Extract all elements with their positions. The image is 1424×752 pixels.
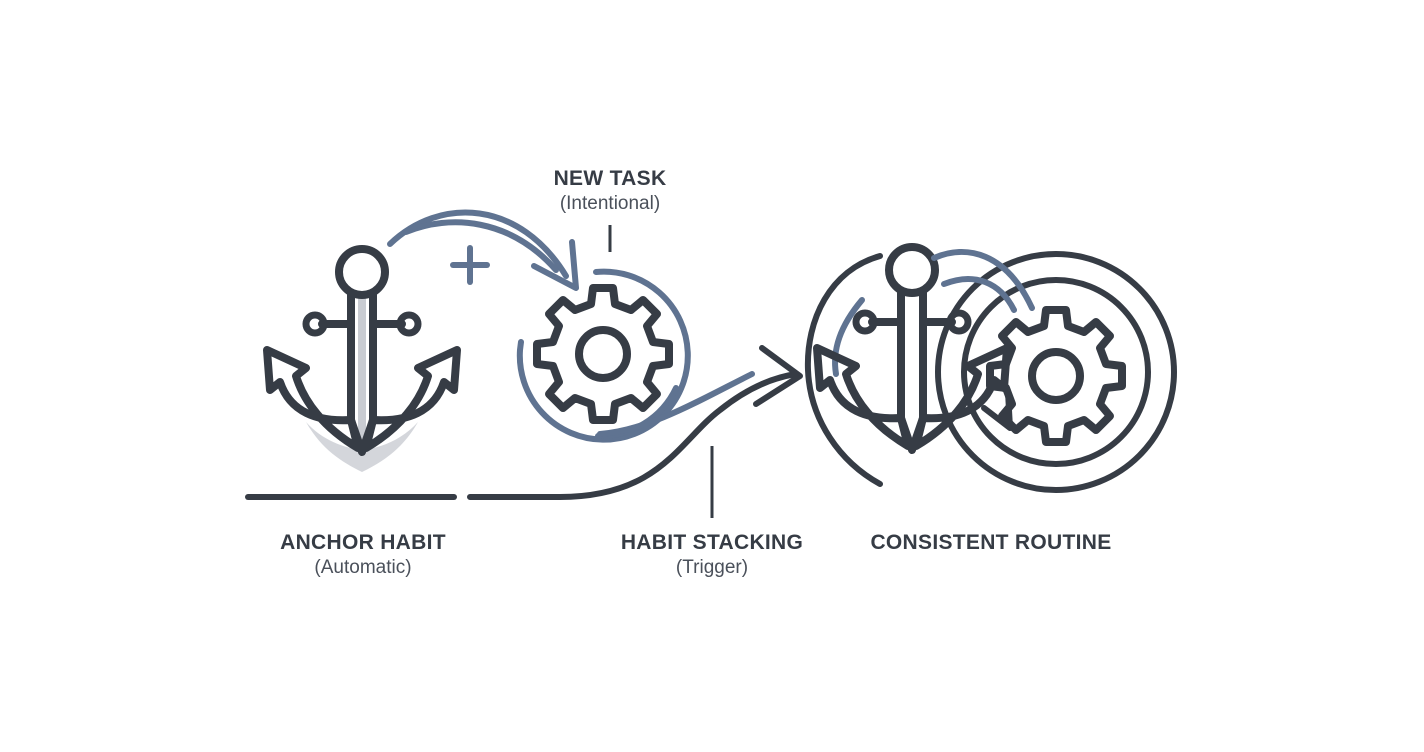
routine-ring-inner [961,277,1151,467]
routine-arrowhead [981,389,1013,431]
label-habit-stacking: HABIT STACKING (Trigger) [621,530,803,580]
label-new-task-subtitle: (Intentional) [559,193,661,214]
routine-ring-outer [935,251,1177,493]
label-new-task: NEW TASK (Intentional) [554,166,667,216]
label-anchor-habit: ANCHOR HABIT (Automatic) [280,530,446,580]
plus-icon [450,245,490,285]
label-anchor-habit-title: ANCHOR HABIT [280,531,446,554]
routine-arc [931,249,1035,311]
label-consistent-routine-title: CONSISTENT ROUTINE [870,531,1112,554]
label-consistent-routine: CONSISTENT ROUTINE [870,530,1111,556]
anchor-fluke-fill [306,422,418,472]
anchor-icon [267,249,457,472]
gear-icon [537,288,669,420]
label-habit-stacking-title: HABIT STACKING [620,531,804,554]
label-new-task-title: NEW TASK [553,167,667,190]
routine-orbit-left [804,253,883,487]
label-habit-stacking-subtitle: (Trigger) [675,557,749,578]
label-anchor-habit-subtitle: (Automatic) [314,557,412,578]
anchor-fill [358,294,366,448]
arrowhead-stacking [753,345,803,407]
habit-stacking-curve [467,371,799,500]
arrowhead-to-task [531,239,579,291]
